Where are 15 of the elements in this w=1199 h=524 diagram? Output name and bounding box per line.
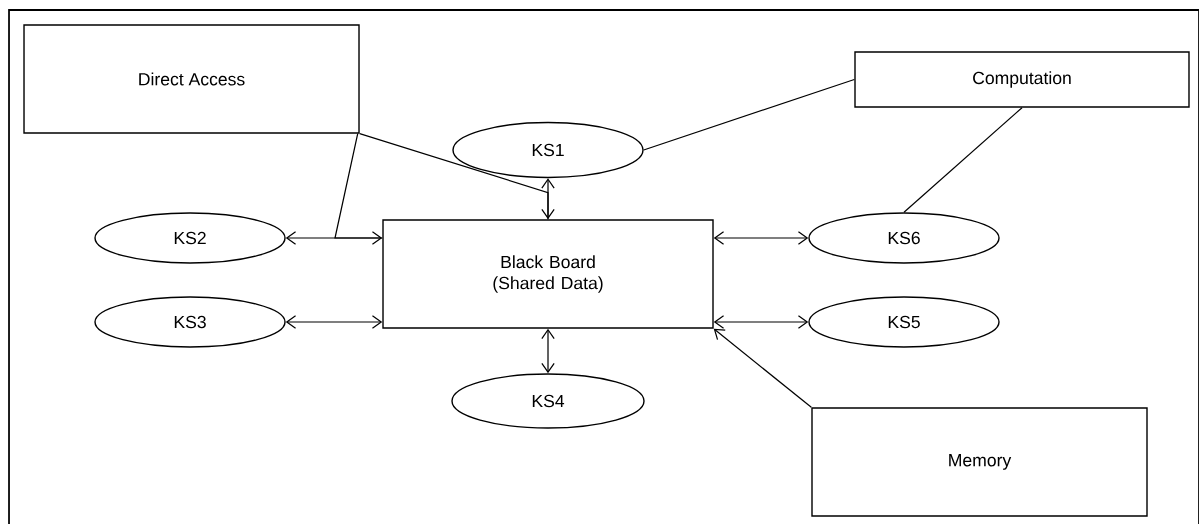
- connector-line: [334, 133, 383, 239]
- arrow: [713, 315, 809, 329]
- connector-line: [643, 78, 855, 151]
- process-box: Computation: [854, 51, 1190, 108]
- process-box: Memory: [811, 407, 1148, 517]
- arrow: [285, 231, 383, 245]
- arrow: [713, 328, 812, 408]
- arrow: [713, 231, 809, 245]
- connector-line: [903, 107, 1023, 213]
- connector-line: [359, 133, 549, 220]
- arrow: [541, 328, 555, 374]
- arrow: [541, 178, 555, 220]
- process-box: Direct Access: [23, 24, 360, 134]
- process-box: Black Board (Shared Data): [382, 219, 714, 329]
- arrow: [285, 315, 383, 329]
